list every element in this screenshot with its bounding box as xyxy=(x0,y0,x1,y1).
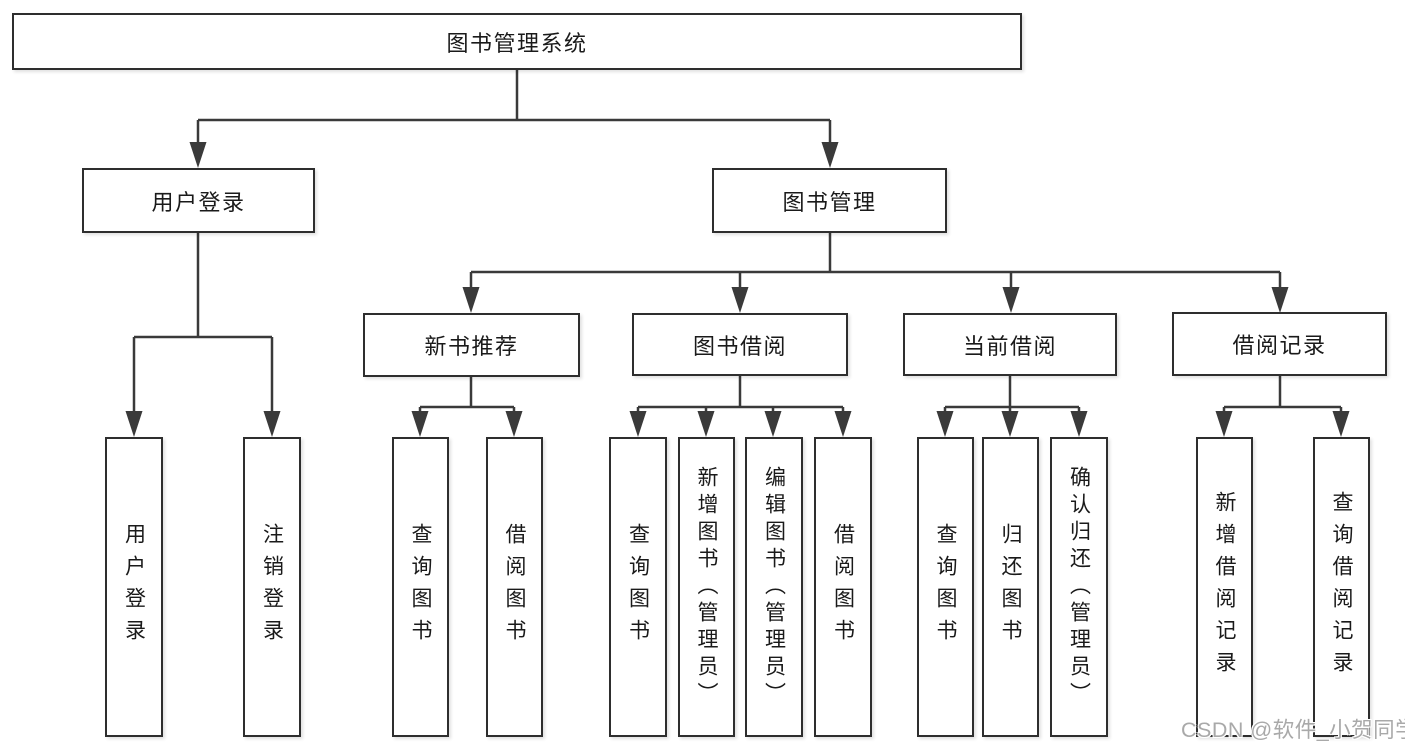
csdn-watermark: CSDN @软件_小贺同学 xyxy=(1181,718,1405,742)
leaf-query-books-recommend: 查询图书 xyxy=(392,437,449,737)
leaf-borrow-books-recommend: 借阅图书 xyxy=(486,437,543,737)
node-current-borrowing: 当前借阅 xyxy=(903,313,1117,376)
leaf-add-borrow-record: 新增借阅记录 xyxy=(1196,437,1253,737)
leaf-edit-book-admin: 编辑图书（管理员） xyxy=(745,437,803,737)
leaf-user-login: 用户登录 xyxy=(105,437,163,737)
leaf-query-books-current: 查询图书 xyxy=(917,437,974,737)
node-user-login-branch: 用户登录 xyxy=(82,168,315,233)
leaf-query-borrow-record: 查询借阅记录 xyxy=(1313,437,1370,737)
leaf-confirm-return-admin: 确认归还（管理员） xyxy=(1050,437,1108,737)
node-new-book-recommend: 新书推荐 xyxy=(363,313,580,377)
leaf-add-book-admin: 新增图书（管理员） xyxy=(678,437,735,737)
leaf-query-books-borrowing: 查询图书 xyxy=(609,437,667,737)
node-book-borrowing: 图书借阅 xyxy=(632,313,848,376)
leaf-borrow-books-borrowing: 借阅图书 xyxy=(814,437,872,737)
node-book-management-branch: 图书管理 xyxy=(712,168,947,233)
node-library-management-system: 图书管理系统 xyxy=(12,13,1022,70)
leaf-logout: 注销登录 xyxy=(243,437,301,737)
node-borrow-records: 借阅记录 xyxy=(1172,312,1387,376)
leaf-return-book: 归还图书 xyxy=(982,437,1039,737)
